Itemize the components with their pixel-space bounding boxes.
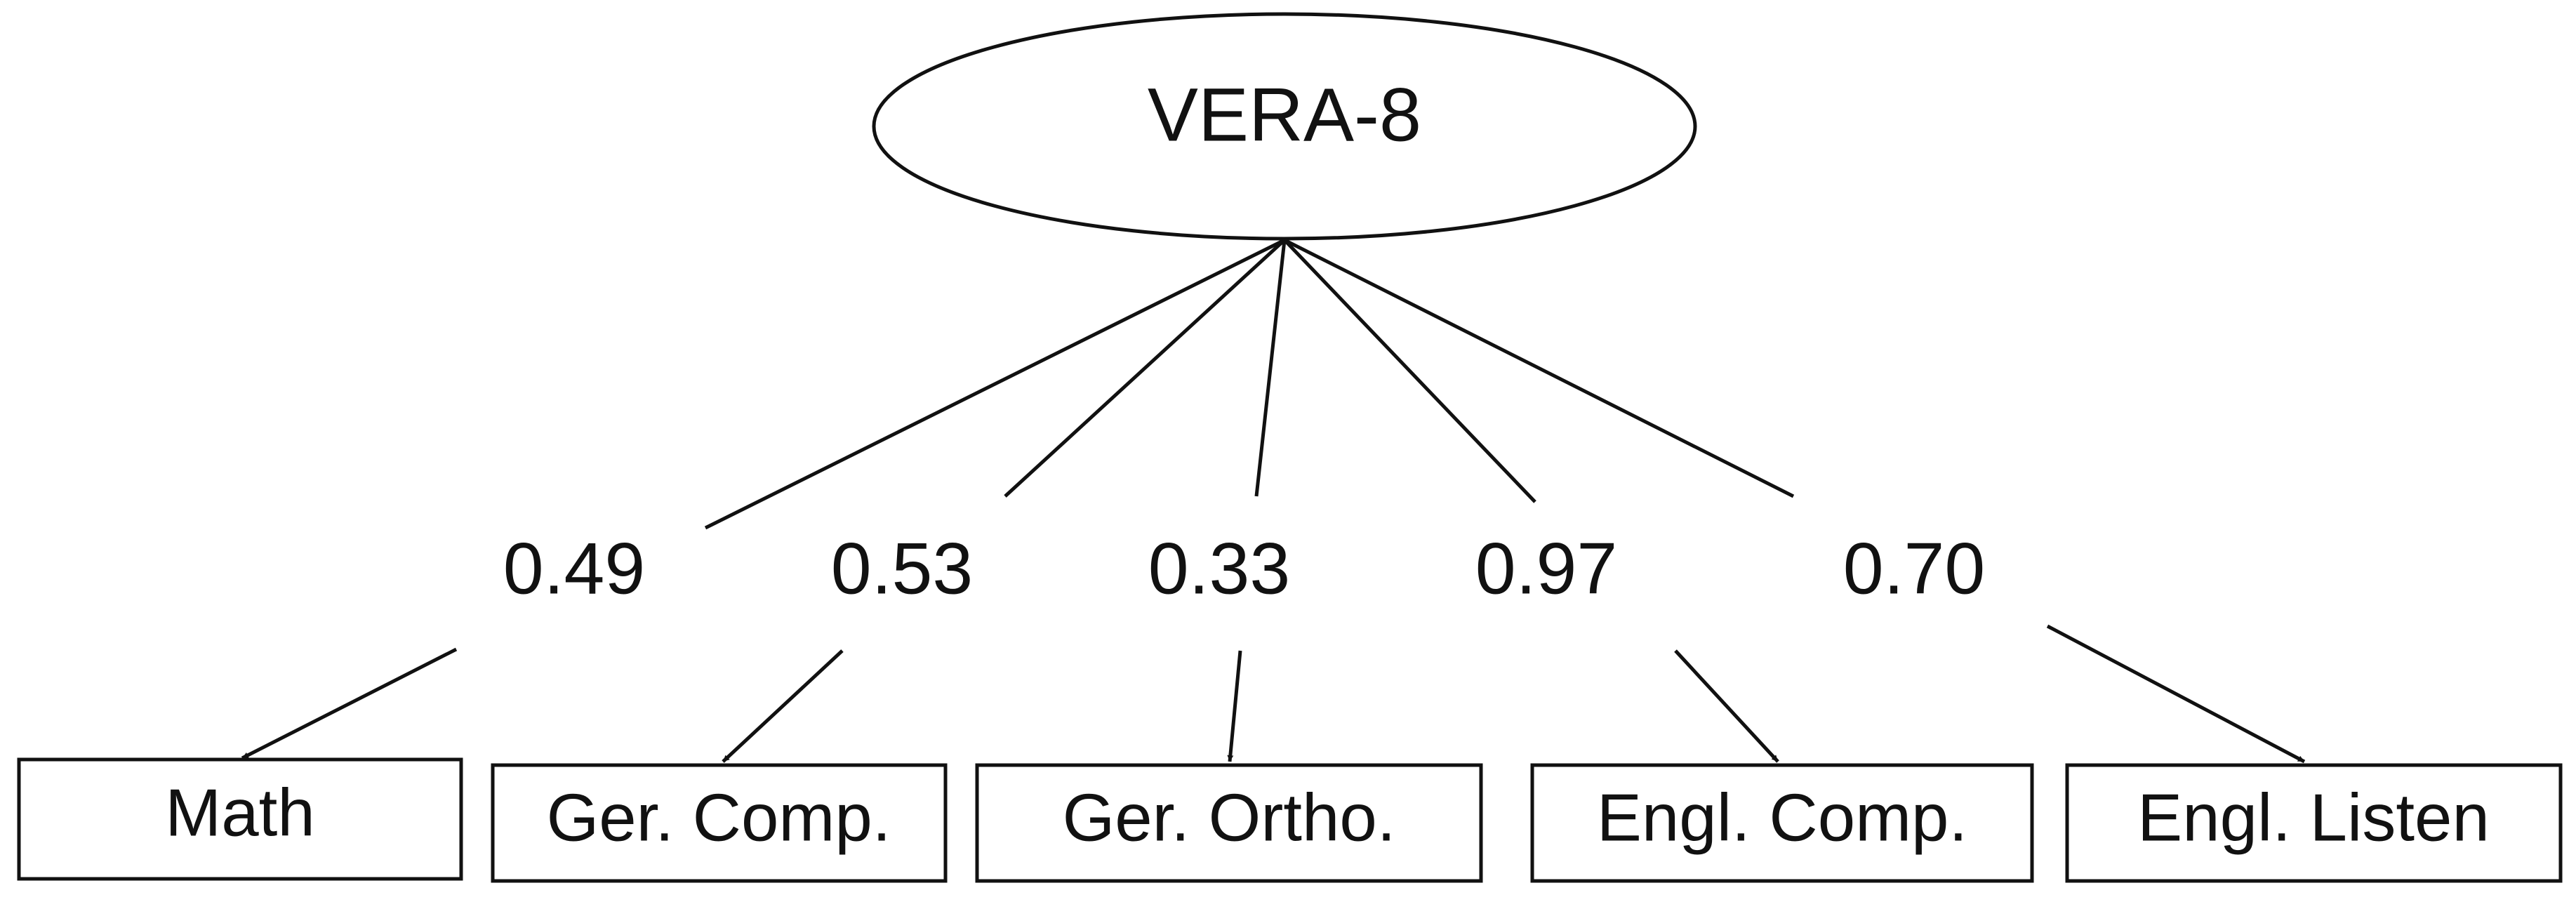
arrow-engl-comp — [1674, 649, 1779, 763]
path-line-ger-ortho — [1254, 239, 1287, 497]
indicator-box-ger-comp — [491, 763, 948, 883]
indicator-engl-listen: Engl. Listen — [2065, 763, 2563, 883]
indicator-arrows — [241, 624, 2306, 764]
path-line-engl-comp — [1283, 239, 1536, 503]
indicator-box-engl-listen — [2065, 763, 2563, 883]
loading-label-engl-listen: 0.70 — [1843, 528, 1985, 609]
indicator-label-engl-listen: Engl. Listen — [2137, 780, 2490, 855]
path-line-engl-listen — [1283, 238, 1795, 498]
factor-loadings: 0.49 0.53 0.33 0.97 0.70 — [503, 528, 1985, 609]
arrow-ger-comp — [722, 649, 844, 763]
arrow-ger-ortho — [1227, 650, 1242, 762]
indicator-box-math — [17, 757, 463, 881]
indicator-box-ger-ortho — [975, 763, 1483, 883]
latent-factor-ellipse — [872, 12, 1697, 241]
loading-label-ger-ortho: 0.33 — [1148, 528, 1290, 609]
latent-factor: VERA-8 — [872, 12, 1697, 241]
indicator-label-ger-comp: Ger. Comp. — [547, 780, 891, 855]
latent-factor-label: VERA-8 — [1148, 72, 1421, 157]
arrow-engl-listen — [2046, 624, 2306, 764]
indicator-label-math: Math — [165, 775, 314, 850]
indicator-label-ger-ortho: Ger. Ortho. — [1063, 780, 1396, 855]
factor-paths — [704, 238, 1795, 530]
indicator-ger-ortho: Ger. Ortho. — [975, 763, 1483, 883]
loading-label-ger-comp: 0.53 — [831, 528, 973, 609]
loading-label-engl-comp: 0.97 — [1475, 528, 1617, 609]
indicator-box-engl-comp — [1530, 763, 2034, 883]
indicator-label-engl-comp: Engl. Comp. — [1597, 780, 1967, 855]
indicator-engl-comp: Engl. Comp. — [1530, 763, 2034, 883]
loading-label-math: 0.49 — [503, 528, 645, 609]
arrow-math — [241, 647, 458, 760]
path-line-ger-comp — [1004, 239, 1286, 498]
indicator-ger-comp: Ger. Comp. — [491, 763, 948, 883]
indicator-math: Math — [17, 757, 463, 881]
indicator-boxes: Math Ger. Comp. Ger. Ortho. Engl. Comp. … — [17, 757, 2563, 883]
path-line-math — [704, 238, 1286, 530]
